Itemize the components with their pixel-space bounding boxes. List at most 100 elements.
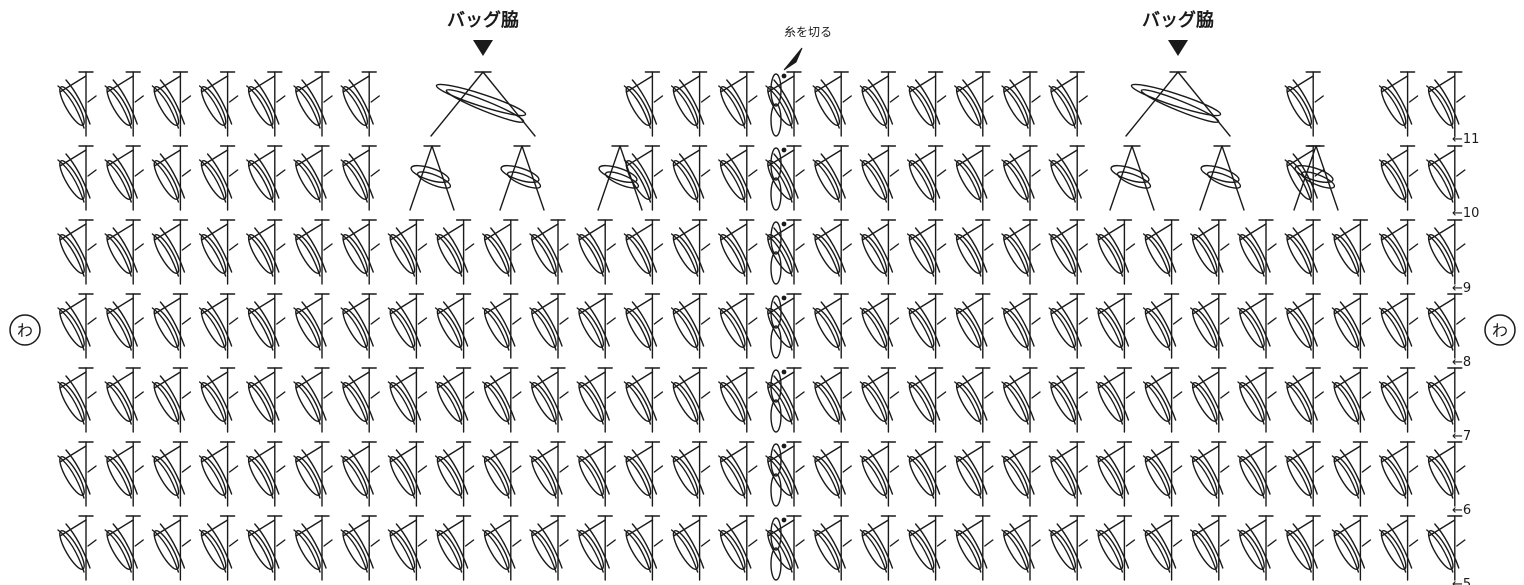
row-label: ←11 — [1452, 132, 1479, 147]
stitch-symbol — [150, 294, 190, 358]
stitch-symbol — [1425, 72, 1465, 136]
stitch-symbol — [1141, 294, 1181, 358]
stitch-symbol — [292, 220, 332, 284]
stitch-symbol — [1425, 442, 1465, 506]
chain-stitch — [771, 296, 786, 358]
side-marker-left — [473, 40, 493, 56]
stitch-symbol — [764, 294, 804, 358]
stitch-symbol — [1377, 442, 1417, 506]
stitch-symbol — [245, 294, 285, 358]
stitch-symbol — [339, 294, 379, 358]
stitch-symbol — [150, 368, 190, 432]
stitch-symbol — [1377, 220, 1417, 284]
stitch-symbol — [905, 294, 945, 358]
stitch-symbol — [622, 442, 662, 506]
stitch-symbol — [1283, 442, 1323, 506]
stitch-symbol — [622, 368, 662, 432]
stitch-symbol — [764, 146, 804, 210]
stitch-symbol — [1047, 72, 1087, 136]
stitch-symbol — [1330, 368, 1370, 432]
stitch-symbol — [575, 220, 615, 284]
stitch-symbol — [811, 146, 851, 210]
stitch-symbol — [1425, 220, 1465, 284]
stitch-symbol — [1330, 516, 1370, 580]
stitch-symbol — [245, 72, 285, 136]
stitch-symbol — [433, 220, 473, 284]
stitch-symbol — [56, 220, 96, 284]
stitch-symbol — [764, 516, 804, 580]
stitch-symbol — [56, 516, 96, 580]
stitch-symbol — [56, 368, 96, 432]
stitch-symbol — [1141, 368, 1181, 432]
stitch-symbol — [1377, 294, 1417, 358]
stitch-symbol — [1425, 368, 1465, 432]
stitch-symbol — [622, 294, 662, 358]
chain-stitch — [771, 518, 786, 580]
row-label: ←10 — [1452, 206, 1479, 221]
stitch-symbol — [1330, 220, 1370, 284]
stitch-symbol — [905, 516, 945, 580]
stitch-symbol — [103, 146, 143, 210]
stitch-symbol — [575, 442, 615, 506]
stitch-symbol — [717, 516, 757, 580]
stitch-symbol — [1000, 146, 1040, 210]
stitch-symbol — [1189, 294, 1229, 358]
stitch-symbol — [669, 368, 709, 432]
stitch-symbol — [56, 72, 96, 136]
stitch-symbol — [717, 72, 757, 136]
stitch-symbol — [669, 516, 709, 580]
stitch-symbol — [245, 368, 285, 432]
stitch-symbol — [764, 220, 804, 284]
stitch-symbol — [1330, 294, 1370, 358]
stitch-symbol — [56, 146, 96, 210]
stitch-symbol — [953, 294, 993, 358]
stitch-symbol — [858, 516, 898, 580]
stitch-symbol — [1189, 516, 1229, 580]
stitch-symbol — [245, 516, 285, 580]
stitch-symbol — [386, 442, 426, 506]
stitch-symbol — [1094, 220, 1134, 284]
ring-left: わ — [10, 315, 40, 345]
stitch-symbol — [339, 220, 379, 284]
stitch-symbol — [905, 442, 945, 506]
stitch-symbol — [622, 72, 662, 136]
stitch-symbol — [1236, 442, 1276, 506]
stitch-symbol — [858, 294, 898, 358]
stitch-symbol — [858, 220, 898, 284]
stitch-symbol — [433, 294, 473, 358]
stitch-symbol — [197, 516, 237, 580]
stitch-symbol — [197, 72, 237, 136]
chain-stitch — [771, 148, 786, 210]
stitch-symbol — [1425, 146, 1465, 210]
stitch-symbol — [150, 442, 190, 506]
stitch-symbol — [292, 516, 332, 580]
cut-yarn-arrow — [784, 48, 802, 70]
stitch-symbol — [575, 516, 615, 580]
stitch-symbol — [1236, 516, 1276, 580]
stitch-symbol — [1094, 442, 1134, 506]
stitch-symbol — [1330, 442, 1370, 506]
stitch-symbol — [1094, 294, 1134, 358]
chain-stitch — [771, 370, 786, 432]
stitch-symbol — [575, 294, 615, 358]
stitch-symbol — [1425, 294, 1465, 358]
stitch-symbol — [1047, 442, 1087, 506]
chain-stitch — [771, 74, 786, 136]
stitch-symbol — [717, 294, 757, 358]
stitch-symbol — [622, 516, 662, 580]
stitch-symbol — [764, 72, 804, 136]
stitch-symbol — [858, 442, 898, 506]
chain-stitch — [771, 444, 786, 506]
stitch-symbol — [150, 516, 190, 580]
stitch-symbol — [245, 146, 285, 210]
decrease-stitch — [1126, 72, 1230, 136]
stitch-symbol — [339, 146, 379, 210]
stitch-symbol — [481, 294, 521, 358]
stitch-symbol — [1000, 442, 1040, 506]
stitch-symbol — [1000, 516, 1040, 580]
stitch-symbol — [953, 72, 993, 136]
stitch-symbol — [1047, 220, 1087, 284]
stitch-symbol — [953, 516, 993, 580]
stitch-symbol — [1283, 220, 1323, 284]
stitch-symbol — [669, 146, 709, 210]
